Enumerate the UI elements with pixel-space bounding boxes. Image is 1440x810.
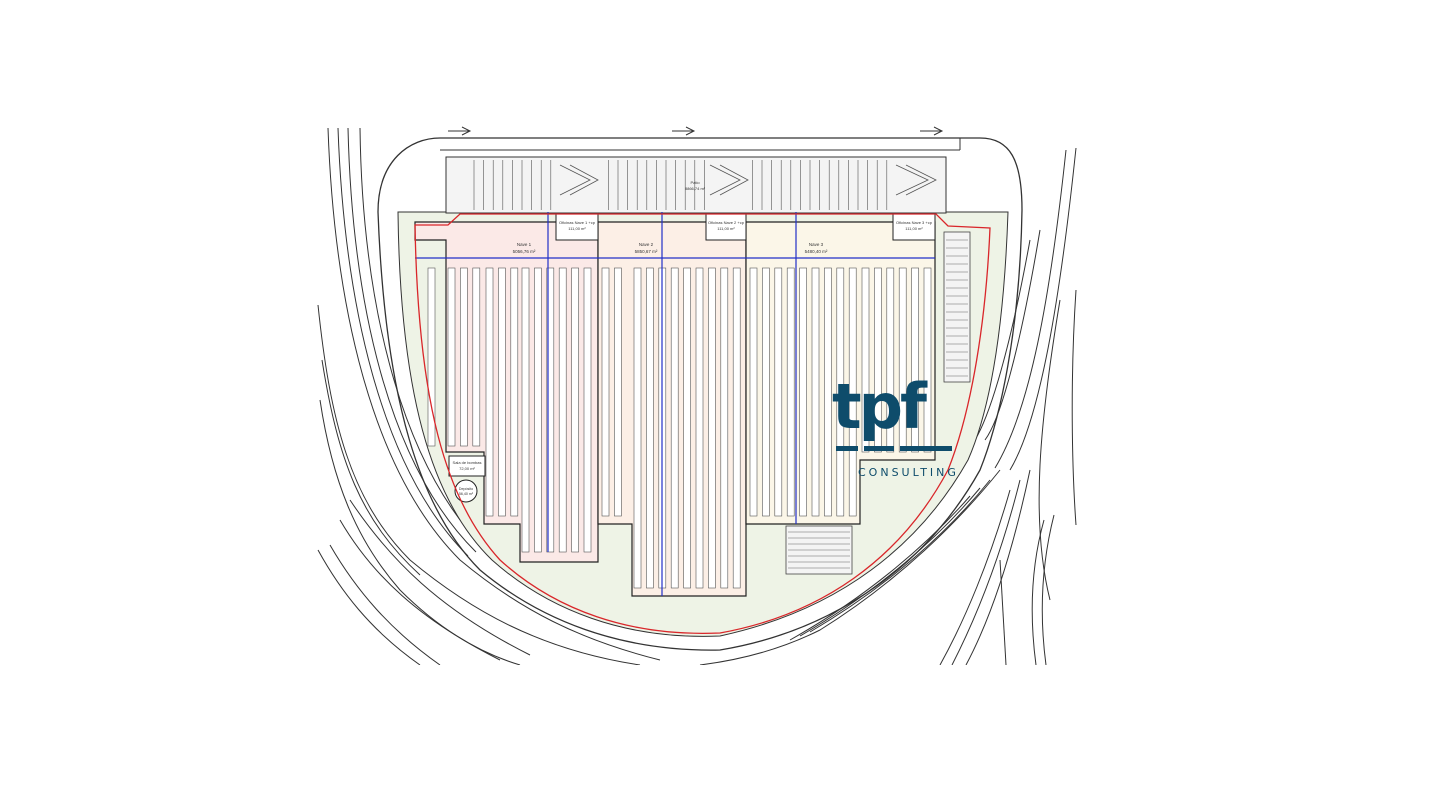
- storage-racks: [427, 267, 932, 589]
- rack-row: [923, 267, 932, 453]
- building-boundary-line: [414, 213, 991, 635]
- office-2-area: 111,00 m²: [717, 226, 735, 231]
- rack-row: [534, 267, 542, 553]
- rack-row: [861, 267, 870, 453]
- rack-row: [633, 267, 642, 589]
- rack-row: [799, 267, 807, 517]
- rack-row: [614, 267, 622, 517]
- rack-row: [683, 267, 691, 589]
- rack-row: [836, 267, 845, 517]
- rack-row: [583, 267, 592, 553]
- tank-name: Depósito: [459, 487, 473, 491]
- nave-3-name: Nave 3: [809, 242, 824, 247]
- loading-bays: [473, 160, 888, 210]
- rack-row: [811, 267, 820, 517]
- road-lines-left: [317, 127, 661, 665]
- logo-bar-1: [836, 446, 858, 451]
- pump-room: [448, 455, 486, 477]
- nave-1-area: 5056,76 m²: [513, 249, 536, 254]
- nave-1-name: Nave 1: [517, 242, 532, 247]
- rack-row: [546, 267, 555, 553]
- rack-row: [472, 267, 481, 447]
- rack-row: [646, 267, 654, 589]
- lower-parking-bays: [788, 531, 850, 569]
- rack-row: [447, 267, 456, 447]
- office-2-name: Oficinas Nave 2 +cp: [708, 220, 745, 225]
- nave-3-area: 5480,40 m²: [805, 249, 828, 254]
- rack-row: [485, 267, 494, 517]
- rack-row: [695, 267, 704, 589]
- side-parking-bays: [946, 239, 968, 377]
- patio-area-value: 8866,74 m²: [685, 186, 706, 191]
- rack-row: [874, 267, 882, 453]
- water-tank: [454, 479, 478, 503]
- rack-row: [670, 267, 679, 589]
- rack-row: [848, 267, 857, 517]
- rack-row: [708, 267, 716, 589]
- logo-subtitle: CONSULTING: [858, 466, 959, 479]
- nave-2-area: 5850,67 m²: [635, 249, 658, 254]
- office-3-name: Oficinas Nave 3 +cp: [896, 220, 933, 225]
- patio-label: Patio: [690, 180, 700, 185]
- rack-row: [720, 267, 729, 589]
- rack-row: [427, 267, 436, 447]
- pump-room-name: Sala de bombas: [453, 460, 482, 465]
- rack-row: [911, 267, 919, 453]
- side-parking: [943, 231, 971, 383]
- tank-area: 56,40 m²: [459, 492, 474, 496]
- office-1-name: Oficinas Nave 1 +cp: [559, 220, 596, 225]
- rack-row: [886, 267, 895, 453]
- rack-row: [571, 267, 579, 553]
- rack-row: [732, 267, 741, 589]
- parcel-outline: [377, 137, 1023, 651]
- road-lines-right: [699, 147, 1077, 665]
- nave-2-name: Nave 2: [639, 242, 654, 247]
- office-1-area: 111,00 m²: [568, 226, 586, 231]
- pump-room-area: 72,00 m²: [459, 466, 475, 471]
- office-3-area: 111,00 m²: [905, 226, 923, 231]
- logo-bar-2: [864, 446, 894, 451]
- rack-row: [498, 267, 506, 517]
- rack-row: [749, 267, 758, 517]
- tpf-consulting-logo: tpf CONSULTING: [832, 370, 959, 479]
- direction-arrow-icon: [448, 126, 944, 136]
- office-block-1: [555, 213, 599, 241]
- rack-row: [824, 267, 832, 517]
- rack-row: [601, 267, 610, 517]
- rack-row: [521, 267, 530, 553]
- rack-row: [786, 267, 795, 517]
- logo-bar-3: [900, 446, 952, 451]
- ramp-marks: [559, 164, 937, 196]
- top-road: [440, 137, 961, 151]
- rack-row: [510, 267, 519, 517]
- rack-row: [774, 267, 783, 517]
- rack-row: [898, 267, 907, 453]
- patio-area: [445, 156, 947, 214]
- logo-wordmark: tpf: [832, 370, 928, 443]
- dimension-lines: [415, 212, 935, 596]
- rack-row: [460, 267, 468, 447]
- rack-row: [762, 267, 770, 517]
- rack-row: [558, 267, 567, 553]
